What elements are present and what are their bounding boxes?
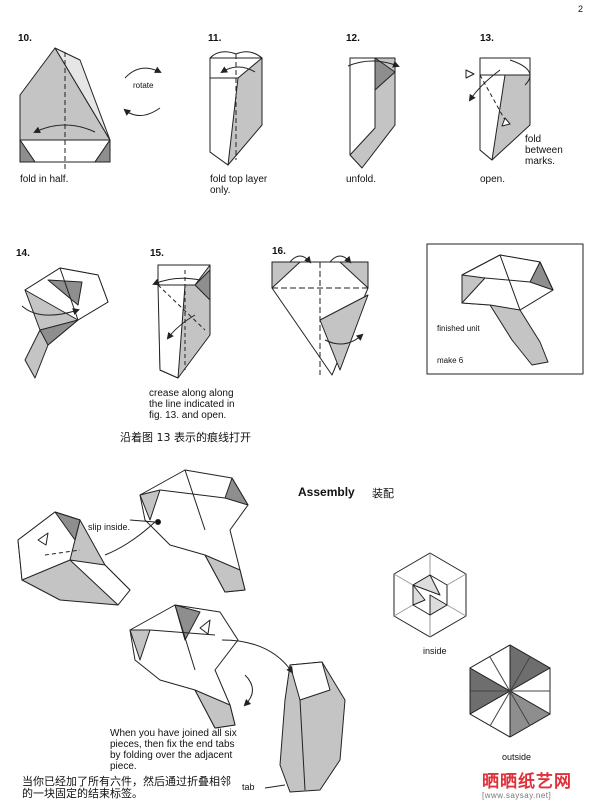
outside-label: outside xyxy=(502,752,532,762)
hexagon-outside-figure xyxy=(469,644,551,738)
finished-unit-frame xyxy=(426,243,584,375)
slip-inside-label: slip inside. xyxy=(88,522,131,532)
step10-caption: fold in half. xyxy=(20,174,69,185)
step13-note: fold between marks. xyxy=(525,134,563,167)
assembly-instruction-cn: 当你已经加了所有六件，然后通过折叠相邻的一块固定的结束标签。 xyxy=(22,775,231,800)
step11-figure xyxy=(209,51,263,166)
make-count-label: make 6 xyxy=(437,356,464,365)
step11-caption: fold top layer only. xyxy=(210,174,268,196)
step12-number: 12. xyxy=(346,33,360,44)
step15-caption: crease along along the line indicated in… xyxy=(149,388,235,421)
hexagon-inside-figure xyxy=(393,552,467,638)
watermark-brand: 晒晒纸艺网 xyxy=(482,772,572,792)
page-number: 2 xyxy=(578,4,584,14)
step13-number: 13. xyxy=(480,33,494,44)
step13-figure xyxy=(465,57,531,161)
step10-figure xyxy=(19,47,162,170)
assembly-top-unit xyxy=(139,469,249,593)
step12-figure xyxy=(347,57,400,169)
watermark-url: [www.saysay.net] xyxy=(482,791,552,800)
step11-number: 11. xyxy=(208,33,222,44)
assembly-instruction: When you have joined all six pieces, the… xyxy=(110,728,237,772)
step16-number: 16. xyxy=(272,246,286,257)
tab-label: tab xyxy=(242,782,255,792)
step13-caption: open. xyxy=(480,174,506,185)
inside-label: inside xyxy=(423,646,447,656)
step14-number: 14. xyxy=(16,248,30,259)
step14-figure xyxy=(21,267,109,379)
step16-figure xyxy=(271,255,369,376)
step15-caption-cn: 沿着图 13 表示的痕线打开 xyxy=(120,431,251,444)
rotate-label: rotate xyxy=(133,81,154,90)
assembly-tab-piece xyxy=(221,639,346,793)
assembly-title-cn: 装配 xyxy=(372,487,394,500)
finished-unit-label: finished unit xyxy=(437,324,480,333)
assembly-title: Assembly xyxy=(298,485,355,499)
step15-figure xyxy=(152,264,211,379)
step12-caption: unfold. xyxy=(346,174,377,185)
assembly-left-unit xyxy=(17,511,131,606)
finished-unit-figure xyxy=(461,254,554,366)
assembly-middle-unit xyxy=(129,604,253,729)
step15-number: 15. xyxy=(150,248,164,259)
step10-number: 10. xyxy=(18,33,32,44)
